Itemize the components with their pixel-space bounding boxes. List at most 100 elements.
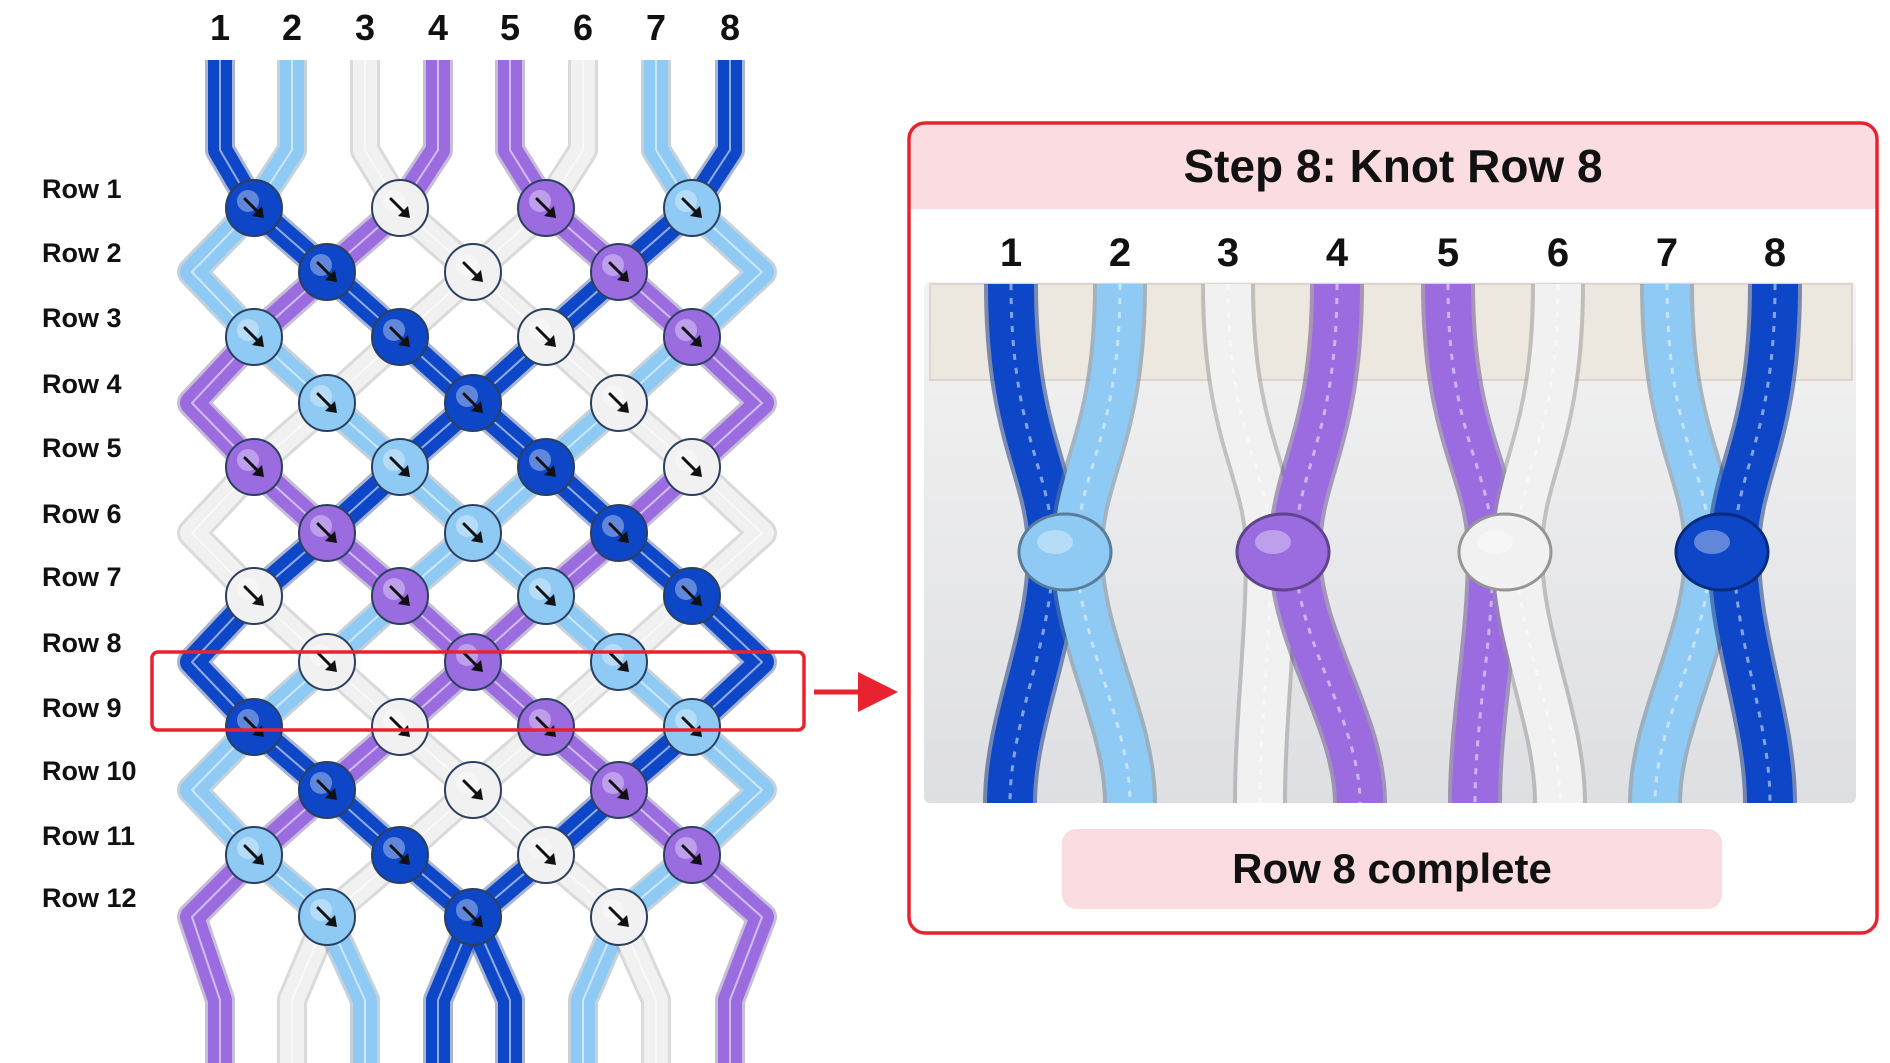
step-title: Step 8: Knot Row 8 [1183,140,1602,192]
knot-row-11-4 [663,826,721,884]
panel-string-number-5: 5 [1437,231,1459,275]
arrow-down-right-icon [681,844,702,865]
knot-row-2-1 [298,243,356,301]
knot-row-3-1 [225,308,283,366]
row-label-row-3: Row 3 [42,303,122,333]
knot-row-10-3 [590,761,648,819]
arrow-down-right-icon [608,651,629,672]
knot-row-5-3 [517,438,575,496]
knot-row-6-3 [590,504,648,562]
arrow-down-right-icon [462,522,483,543]
arrow-down-right-icon [535,585,556,606]
strand-1 [205,60,777,1063]
caption-badge [1062,829,1722,909]
caption-text: Row 8 complete [1232,845,1552,892]
strand-7 [177,60,777,1063]
arrow-down-right-icon [389,456,410,477]
arrow-down-right-icon [462,261,483,282]
row-label-row-6: Row 6 [42,499,122,529]
arrow-down-right-icon [389,585,410,606]
arrow-down-right-icon [316,779,337,800]
knot-row-12-1 [298,888,356,946]
knot-row-9-4 [663,698,721,756]
row-label-row-10: Row 10 [42,756,137,786]
knot-row-9-1 [225,698,283,756]
knot-row-6-1 [298,504,356,562]
string-number-1: 1 [210,7,230,48]
knot-row-4-1 [298,374,356,432]
knot-row-8-2 [444,633,502,691]
knot-row-9-2 [371,698,429,756]
knot-row-11-2 [371,826,429,884]
arrow-down-right-icon [316,651,337,672]
row-label-row-2: Row 2 [42,238,122,268]
arrow-down-right-icon [243,456,264,477]
panel-string-number-4: 4 [1326,231,1349,275]
row-label-row-12: Row 12 [42,883,137,913]
knot-row-6-2 [444,504,502,562]
arrow-down-right-icon [462,651,483,672]
knot-row-10-1 [298,761,356,819]
panel-string-number-3: 3 [1217,231,1239,275]
panel-string-numbers: 1 2 3 4 5 6 7 8 [1000,231,1786,275]
panel-string-number-1: 1 [1000,231,1022,275]
knot-row-1-3 [517,179,575,237]
knot-row-3-4 [663,308,721,366]
knot-row-3-2 [371,308,429,366]
knot-row-5-2 [371,438,429,496]
knot-row-10-2 [444,761,502,819]
knot-row-1-1 [225,179,283,237]
string-number-header: 1 2 3 4 5 6 7 8 [210,7,740,48]
knot-row-1-4 [663,179,721,237]
string-number-7: 7 [646,7,666,48]
arrow-down-right-icon [535,844,556,865]
row-label-row-11: Row 11 [42,821,135,851]
photo-knot-1 [1017,512,1113,592]
panel-string-number-7: 7 [1656,231,1678,275]
arrow-down-right-icon [243,585,264,606]
knot-row-11-1 [225,826,283,884]
row-label-row-4: Row 4 [42,369,122,399]
photo-knots [1017,512,1770,592]
knot-row-12-2 [444,888,502,946]
knot-row-2-3 [590,243,648,301]
knot-row-8-3 [590,633,648,691]
arrow-down-right-icon [681,456,702,477]
arrow-down-right-icon [681,585,702,606]
row-label-row-7: Row 7 [42,562,122,592]
arrow-down-right-icon [316,906,337,927]
arrow-down-right-icon [608,779,629,800]
arrow-down-right-icon [243,326,264,347]
panel-string-number-6: 6 [1547,231,1569,275]
string-number-4: 4 [428,7,448,48]
panel-string-number-2: 2 [1109,231,1131,275]
string-number-2: 2 [282,7,302,48]
step-panel-header [911,125,1875,209]
knot-row-5-1 [225,438,283,496]
knot-row-7-1 [225,567,283,625]
string-number-5: 5 [500,7,520,48]
arrow-down-right-icon [316,522,337,543]
string-number-6: 6 [573,7,593,48]
strand-6 [177,60,671,1063]
arrow-down-right-icon [243,844,264,865]
arrow-down-right-icon [389,844,410,865]
photo-knot-3 [1457,512,1553,592]
knot-row-2-2 [444,243,502,301]
arrow-down-right-icon [389,326,410,347]
arrow-down-right-icon [389,197,410,218]
string-number-3: 3 [355,7,375,48]
row-label-row-9: Row 9 [42,693,122,723]
arrow-down-right-icon [608,261,629,282]
strand-4 [177,60,777,1063]
row-label-row-5: Row 5 [42,433,122,463]
arrow-down-right-icon [681,326,702,347]
string-number-8: 8 [720,7,740,48]
knot-row-8-1 [298,633,356,691]
arrow-down-right-icon [462,779,483,800]
arrow-down-right-icon [608,392,629,413]
strand-5 [177,60,777,1063]
row-label-row-1: Row 1 [42,174,122,204]
panel-string-number-8: 8 [1764,231,1786,275]
